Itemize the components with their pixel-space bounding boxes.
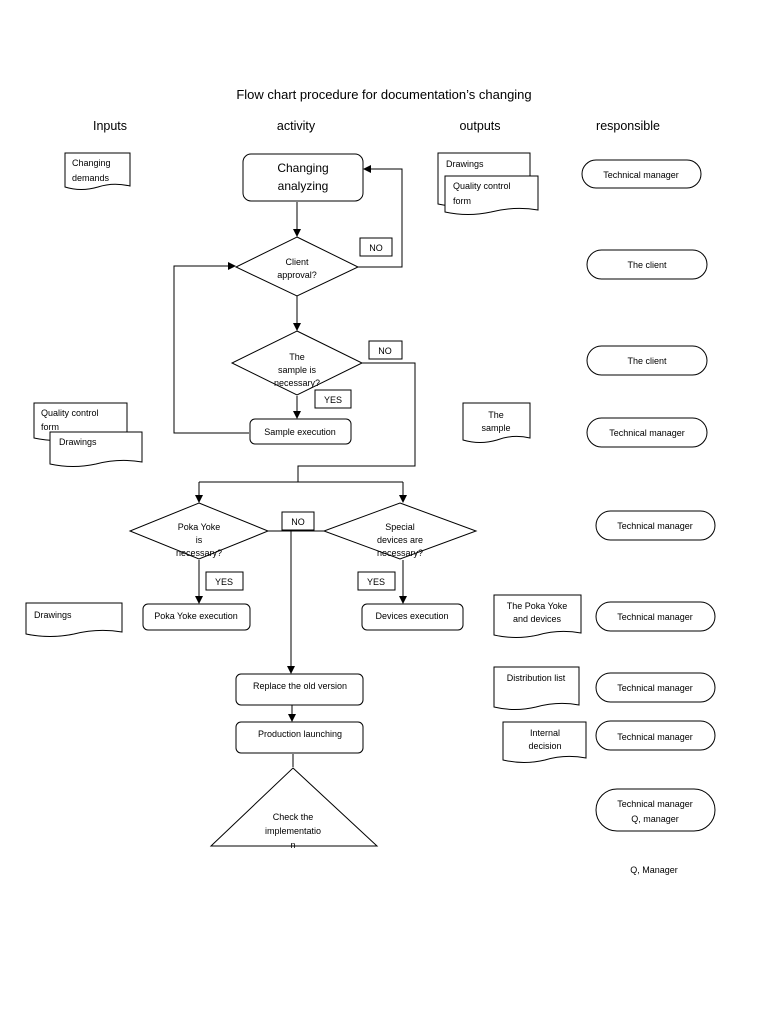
production-launching-box: Production launching [235,721,364,754]
yes-label-devices: YES [357,571,396,591]
svg-text:NO: NO [369,243,383,253]
yes-label-poka: YES [205,571,244,591]
svg-text:YES: YES [367,577,385,587]
responsible-technical-manager-5: Technical manager [595,672,716,703]
svg-text:Replace the old version: Replace the old version [253,681,347,691]
header-responsible: responsible [596,119,660,133]
chart-title: Flow chart procedure for documentation’s… [236,87,531,102]
svg-text:Technical manager: Technical manager [617,732,693,742]
header-inputs: Inputs [93,119,127,133]
connectors [173,165,416,767]
svg-text:Technical manager: Technical manager [609,428,685,438]
svg-text:Technical manager: Technical manager [603,170,679,180]
svg-text:Production launching: Production launching [258,729,342,739]
input-drawings-pokayoke-doc: Drawings [25,602,123,637]
no-label-center: NO [281,511,315,531]
svg-text:Technical manager: Technical manager [617,521,693,531]
svg-text:Distribution list: Distribution list [507,673,566,683]
yes-label-sample: YES [314,389,352,409]
header-activity: activity [277,119,316,133]
svg-text:Drawings: Drawings [446,159,484,169]
devices-execution-box: Devices execution [361,603,464,631]
responsible-q-manager: Q, Manager [630,865,678,875]
responsible-the-client-2: The client [586,345,708,376]
responsible-technical-manager-1: Technical manager [581,159,702,189]
svg-text:NO: NO [291,517,305,527]
svg-text:Drawings: Drawings [34,610,72,620]
svg-text:The client: The client [627,356,667,366]
sample-execution-box: Sample execution [249,418,352,445]
replace-old-version-box: Replace the old version [235,673,364,706]
responsible-technical-manager-4: Technical manager [595,601,716,632]
responsible-technical-manager-3: Technical manager [595,510,716,541]
svg-text:Technical manager: Technical manager [617,612,693,622]
svg-text:NO: NO [378,346,392,356]
svg-text:Technical manager: Technical manager [617,683,693,693]
svg-text:YES: YES [215,577,233,587]
output-distribution-list-doc: Distribution list [493,666,580,710]
svg-text:The client: The client [627,260,667,270]
svg-text:Drawings: Drawings [59,437,97,447]
responsible-technical-manager-2: Technical manager [586,417,708,448]
responsible-technical-manager-6: Technical manager [595,720,716,751]
no-label-sample: NO [368,340,403,360]
svg-text:YES: YES [324,395,342,405]
input-drawings-doc: Drawings [49,431,143,467]
no-label-client: NO [359,237,393,257]
poka-yoke-execution-box: Poka Yoke execution [142,603,251,631]
svg-text:Sample execution: Sample execution [264,427,336,437]
svg-text:Poka Yoke execution: Poka Yoke execution [154,611,238,621]
responsible-the-client-1: The client [586,249,708,280]
svg-text:Devices execution: Devices execution [375,611,448,621]
header-outputs: outputs [459,119,500,133]
